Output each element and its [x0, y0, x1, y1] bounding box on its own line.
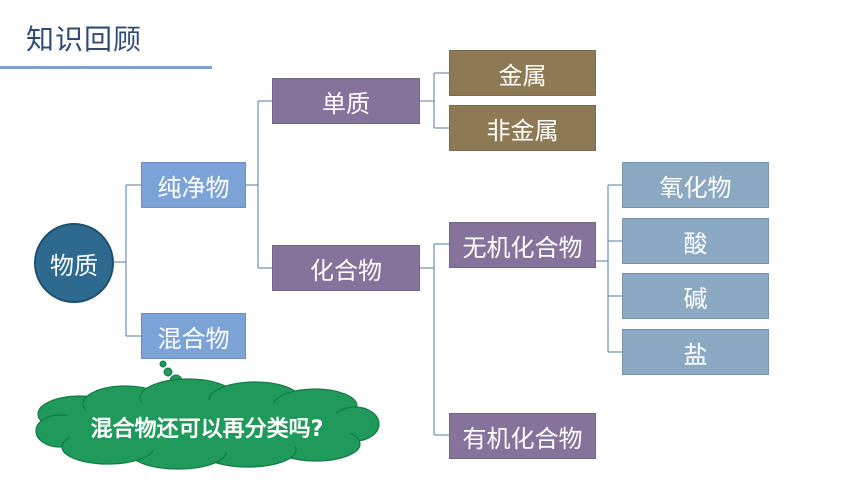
page-title: 知识回顾 [26, 23, 143, 56]
node-pure-substance: 纯净物 [141, 162, 246, 208]
node-compound: 化合物 [272, 245, 420, 291]
node-organic-compound: 有机化合物 [449, 413, 596, 459]
node-salt: 盐 [622, 329, 769, 375]
node-inorganic-compound: 无机化合物 [449, 222, 596, 268]
root-node-matter: 物质 [34, 223, 114, 303]
question-cloud [35, 378, 380, 470]
cloud-question-text: 混合物还可以再分类吗? [90, 417, 324, 442]
node-nonmetal: 非金属 [449, 105, 596, 151]
node-metal: 金属 [449, 50, 596, 96]
node-mixture: 混合物 [141, 313, 246, 359]
node-acid: 酸 [622, 218, 769, 264]
node-base: 碱 [622, 273, 769, 319]
node-element: 单质 [272, 78, 420, 124]
title-underline [0, 66, 212, 69]
node-oxide: 氧化物 [622, 162, 769, 208]
